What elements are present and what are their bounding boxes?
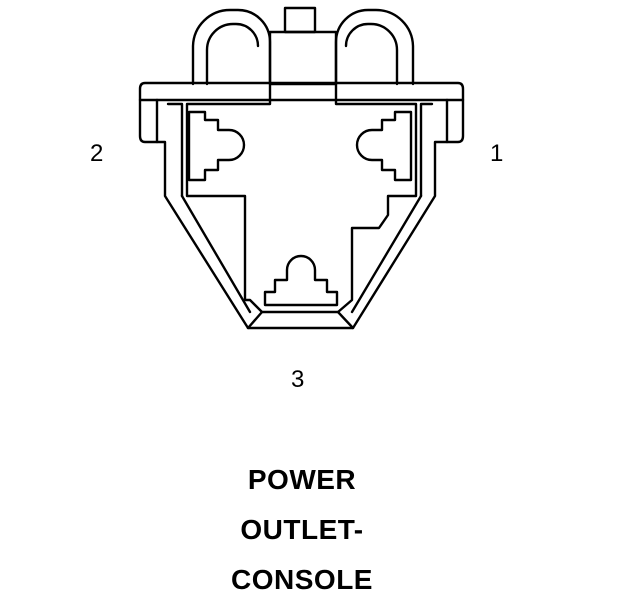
pin-label-3: 3 — [291, 366, 305, 393]
right-cavity-wall — [419, 102, 434, 198]
pin-label-2: 2 — [90, 140, 104, 167]
left-locking-hoop — [191, 8, 272, 86]
right-locking-hoop — [334, 8, 415, 86]
title-line-3: CONSOLE — [231, 564, 373, 595]
top-latch-tab — [283, 6, 317, 34]
title-line-1: POWER — [247, 464, 357, 495]
pin-2-terminal — [187, 110, 246, 182]
inner-cavity-outline — [185, 82, 418, 314]
pin-3-terminal — [263, 254, 339, 307]
left-cavity-wall — [166, 102, 184, 198]
center-stem — [268, 30, 338, 86]
pin-label-1: 1 — [490, 140, 504, 167]
pin-1-terminal — [355, 110, 413, 182]
title-line-2: OUTLET- — [240, 514, 364, 545]
